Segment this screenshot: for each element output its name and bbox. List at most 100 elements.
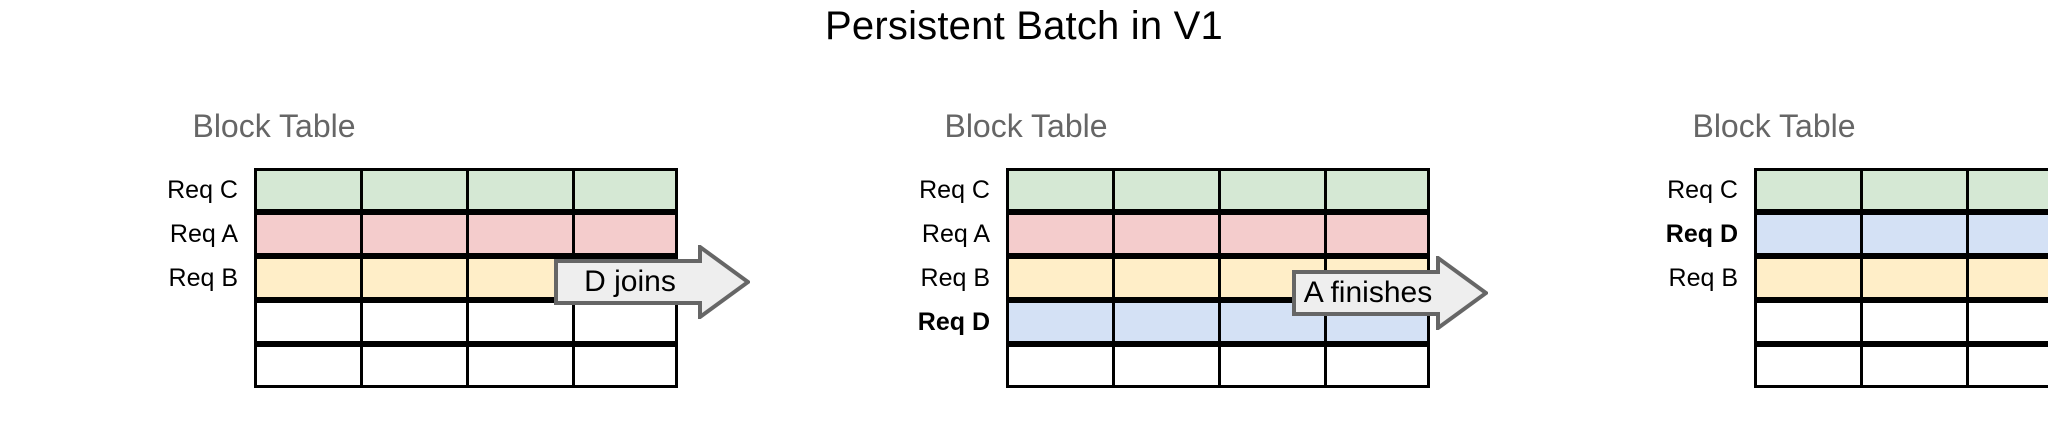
- row-label: Req A: [169, 220, 238, 248]
- block-cell: [572, 344, 678, 388]
- block-cell: [1112, 300, 1218, 344]
- block-cell: [1966, 344, 2048, 388]
- block-cell: [466, 344, 572, 388]
- row-label: Req C: [167, 176, 238, 204]
- block-row: [1754, 212, 2048, 256]
- table-row: Req B: [1610, 256, 2048, 300]
- block-cell: [254, 212, 360, 256]
- row-label: Req B: [920, 264, 990, 292]
- block-cell: [1218, 344, 1324, 388]
- block-row: [1754, 300, 2048, 344]
- block-cell: [1754, 344, 1860, 388]
- block-row: [1754, 256, 2048, 300]
- block-cell: [1754, 168, 1860, 212]
- block-cell: [360, 256, 466, 300]
- block-cell: [1006, 168, 1112, 212]
- block-row: [1006, 212, 1430, 256]
- block-cell: [1966, 300, 2048, 344]
- stage-title: Block Table: [192, 108, 356, 144]
- block-cell: [572, 300, 678, 344]
- stage-title: Block Table: [944, 108, 1108, 144]
- block-cell: [1966, 212, 2048, 256]
- row-label: Req D: [917, 308, 990, 336]
- block-arrow-icon: [554, 245, 750, 319]
- block-cell: [1006, 212, 1112, 256]
- block-cell: [1860, 256, 1966, 300]
- row-label: [1610, 300, 1754, 344]
- block-cell: [1754, 300, 1860, 344]
- row-label: Req A: [921, 220, 990, 248]
- transition-arrow-d-joins: D joins: [554, 245, 750, 319]
- block-cell: [1860, 300, 1966, 344]
- block-cell: [1754, 256, 1860, 300]
- block-row: [254, 212, 678, 256]
- block-cell: [466, 212, 572, 256]
- block-row: [254, 168, 678, 212]
- table-row: [110, 300, 678, 344]
- block-cell: [1860, 344, 1966, 388]
- table-row: [862, 344, 1430, 388]
- table-row: [110, 344, 678, 388]
- block-cell: [1324, 168, 1430, 212]
- table-row: Req A: [862, 212, 1430, 256]
- transition-arrow-a-finishes: A finishes: [1292, 256, 1488, 330]
- figure-title: Persistent Batch in V1: [825, 4, 1223, 48]
- block-cell: [1112, 212, 1218, 256]
- row-label: [1610, 344, 1754, 388]
- row-label: Req B: [168, 264, 238, 292]
- row-label: Req D: [1665, 220, 1738, 248]
- block-cell: [466, 300, 572, 344]
- table-row: Req C: [110, 168, 678, 212]
- row-label: [110, 344, 254, 388]
- block-cell: [1324, 212, 1430, 256]
- block-row: [1006, 344, 1430, 388]
- block-cell: [572, 212, 678, 256]
- row-label: Req B: [1668, 264, 1738, 292]
- block-cell: [572, 168, 678, 212]
- block-row: [254, 300, 678, 344]
- arrow-label: A finishes: [1303, 276, 1433, 309]
- block-cell: [254, 344, 360, 388]
- row-label: [862, 344, 1006, 388]
- block-table: Req C Req D Req B: [1610, 168, 2048, 388]
- block-cell: [1112, 256, 1218, 300]
- block-cell: [466, 168, 572, 212]
- row-label: [110, 300, 254, 344]
- block-cell: [1324, 344, 1430, 388]
- block-cell: [1112, 168, 1218, 212]
- block-cell: [1218, 212, 1324, 256]
- block-cell: [1218, 168, 1324, 212]
- block-row: [1754, 344, 2048, 388]
- block-cell: [254, 168, 360, 212]
- block-cell: [360, 212, 466, 256]
- table-row: Req C: [1610, 168, 2048, 212]
- block-cell: [254, 256, 360, 300]
- block-cell: [1006, 344, 1112, 388]
- block-row: [254, 344, 678, 388]
- arrow-label: D joins: [584, 265, 676, 298]
- block-row: [1006, 168, 1430, 212]
- block-cell: [1112, 344, 1218, 388]
- table-row: [1610, 344, 2048, 388]
- row-label: Req C: [1667, 176, 1738, 204]
- block-cell: [1006, 300, 1112, 344]
- block-table: Req C Req A Req B: [110, 168, 678, 388]
- stage-title: Block Table: [1692, 108, 1856, 144]
- block-cell: [1860, 168, 1966, 212]
- block-cell: [254, 300, 360, 344]
- block-row: [1754, 168, 2048, 212]
- table-row: [1610, 300, 2048, 344]
- table-row: Req D: [1610, 212, 2048, 256]
- block-cell: [1860, 212, 1966, 256]
- block-cell: [1754, 212, 1860, 256]
- block-table: Req C Req A Req B Req D: [862, 168, 1430, 388]
- block-cell: [1006, 256, 1112, 300]
- block-cell: [1966, 256, 2048, 300]
- block-cell: [360, 168, 466, 212]
- table-row: Req C: [862, 168, 1430, 212]
- row-label: Req C: [919, 176, 990, 204]
- block-cell: [360, 344, 466, 388]
- table-row: Req A: [110, 212, 678, 256]
- block-cell: [360, 300, 466, 344]
